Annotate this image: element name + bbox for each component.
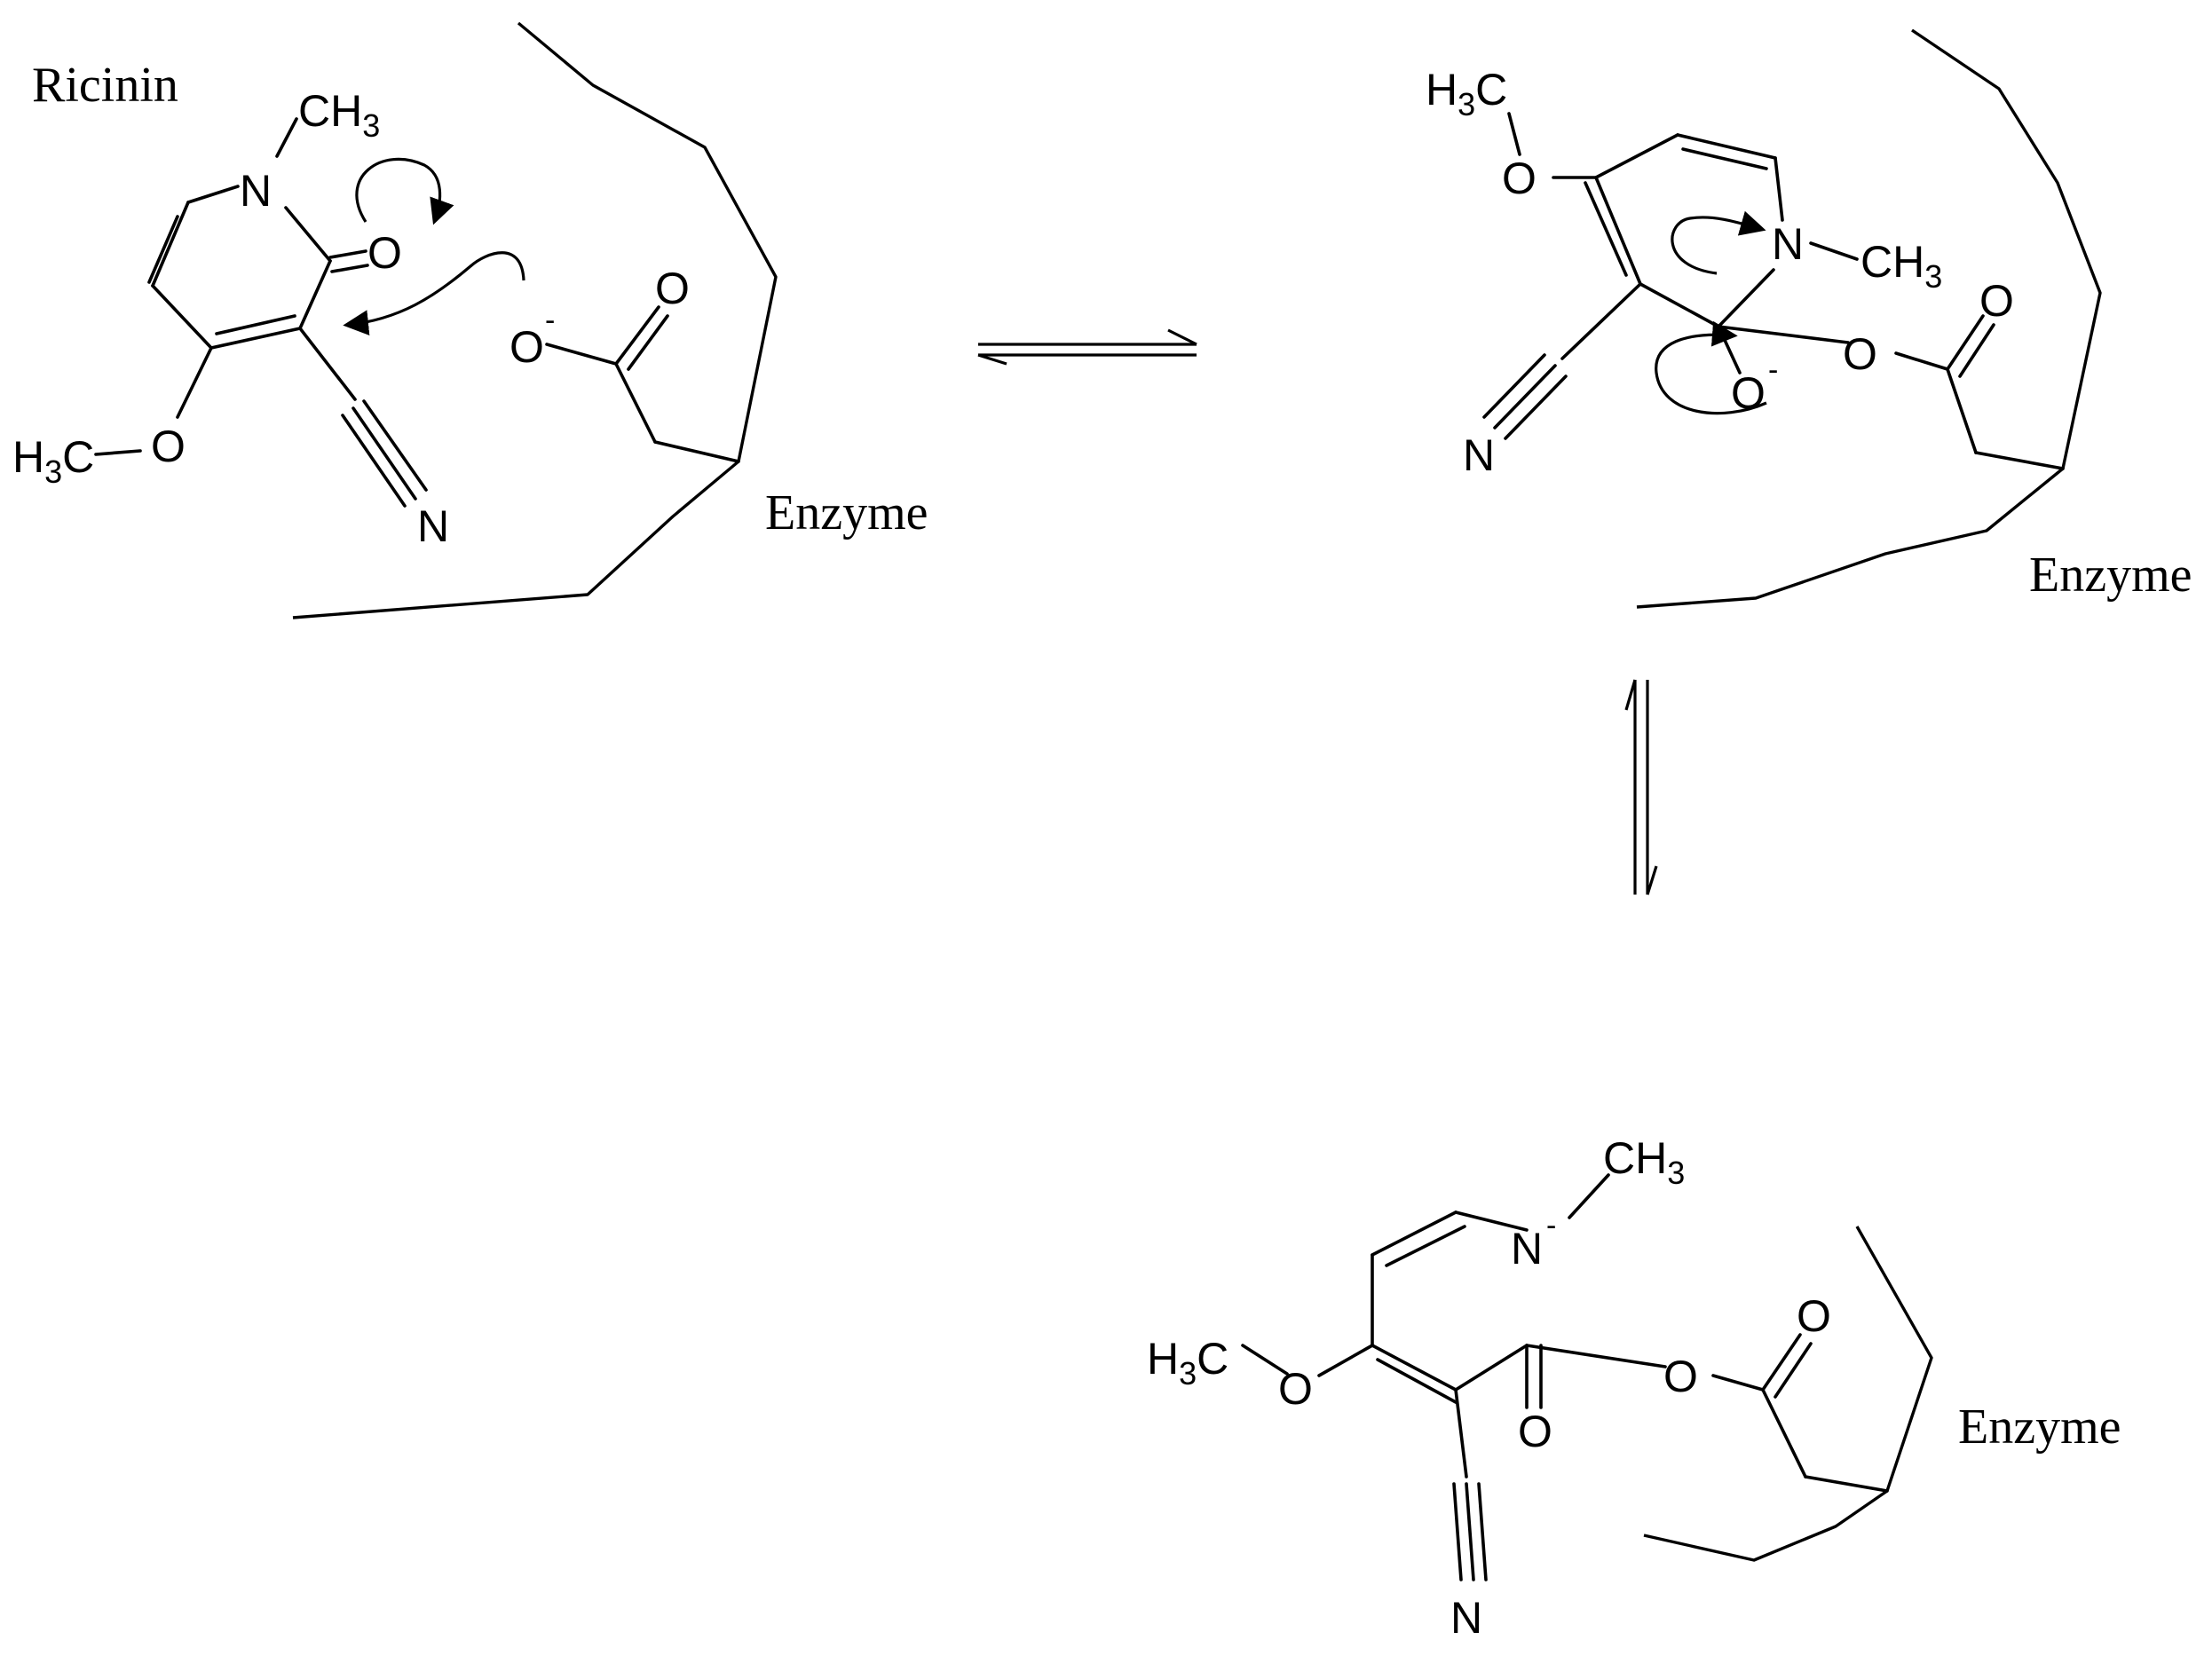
acyl-enzyme-bonds (1241, 1173, 1667, 1581)
methoxy-methyl-label: H3C (12, 432, 94, 490)
enzyme-label-1: Enzyme (765, 485, 928, 540)
ricinin-ring-bonds (94, 117, 428, 508)
ester-oxygen-2: O (1843, 329, 1877, 379)
equilibrium-arrows-horizontal (977, 328, 1197, 366)
enzyme-pocket-outline-3 (1643, 1226, 1933, 1562)
acyl-nitrogen-charge: - (1546, 1209, 1556, 1242)
ester-carbonyl-oxygen-2: O (1979, 276, 2014, 326)
acyl-nitrogen-anion: N (1511, 1224, 1543, 1274)
enzyme-label-2: Enzyme (2029, 548, 2192, 603)
curved-arrow-carbonyl (355, 157, 454, 225)
molecule-name-label: Ricinin (32, 58, 178, 113)
panel-tetrahedral-intermediate: N CH3 O H3C O - N O O Enzyme (1426, 28, 2192, 609)
ester-oxygen-3: O (1663, 1352, 1698, 1401)
curved-arrow-nucleophile (343, 251, 525, 335)
intermediate-n-methyl: CH3 (1860, 237, 1942, 295)
methoxy-oxygen-atom: O (151, 422, 186, 471)
intermediate-methoxy-methyl: H3C (1426, 65, 1507, 122)
enzyme-carboxylate-1 (545, 305, 740, 463)
negative-charge-sign: - (545, 304, 555, 337)
ester-carbonyl-oxygen-3: O (1797, 1291, 1831, 1341)
panel-acyl-enzyme: N - CH3 O H3C O N O O Enzyme (1147, 1133, 2121, 1643)
enzyme-ester-linkage-2 (1894, 314, 2065, 470)
intermediate-ring-nitrogen: N (1772, 219, 1804, 269)
acyl-carbonyl-oxygen: O (1518, 1407, 1552, 1456)
panel-ricinin-substrate: Ricinin N O CH3 O (12, 21, 928, 619)
intermediate-ring-bonds (1482, 112, 1859, 440)
acyl-nitrile-nitrogen: N (1450, 1593, 1482, 1643)
enzyme-pocket-outline-2 (1636, 28, 2102, 609)
intermediate-negative-charge: - (1768, 353, 1778, 387)
curved-arrow-oxyanion (1655, 320, 1767, 415)
curved-arrow-n-lone-pair (1671, 210, 1766, 275)
carboxylate-oxygen-double: O (655, 264, 690, 313)
intermediate-nitrile-nitrogen: N (1463, 430, 1495, 480)
n-methyl-label: CH3 (298, 86, 380, 144)
nitrile-nitrogen-atom: N (417, 501, 449, 551)
equilibrium-arrows-vertical (1624, 679, 1658, 895)
ring-nitrogen-atom: N (240, 166, 272, 216)
enzyme-pocket-outline-1 (292, 21, 778, 619)
carbonyl-oxygen-atom: O (367, 228, 402, 278)
enzyme-ester-linkage-3 (1711, 1333, 1889, 1493)
carboxylate-oxygen-anion: O (510, 322, 544, 372)
enzyme-label-3: Enzyme (1958, 1400, 2121, 1455)
acyl-methoxy-oxygen: O (1278, 1364, 1313, 1414)
acyl-methoxy-methyl: H3C (1147, 1334, 1228, 1392)
acyl-n-methyl: CH3 (1603, 1133, 1685, 1191)
intermediate-methoxy-oxygen: O (1502, 154, 1537, 203)
